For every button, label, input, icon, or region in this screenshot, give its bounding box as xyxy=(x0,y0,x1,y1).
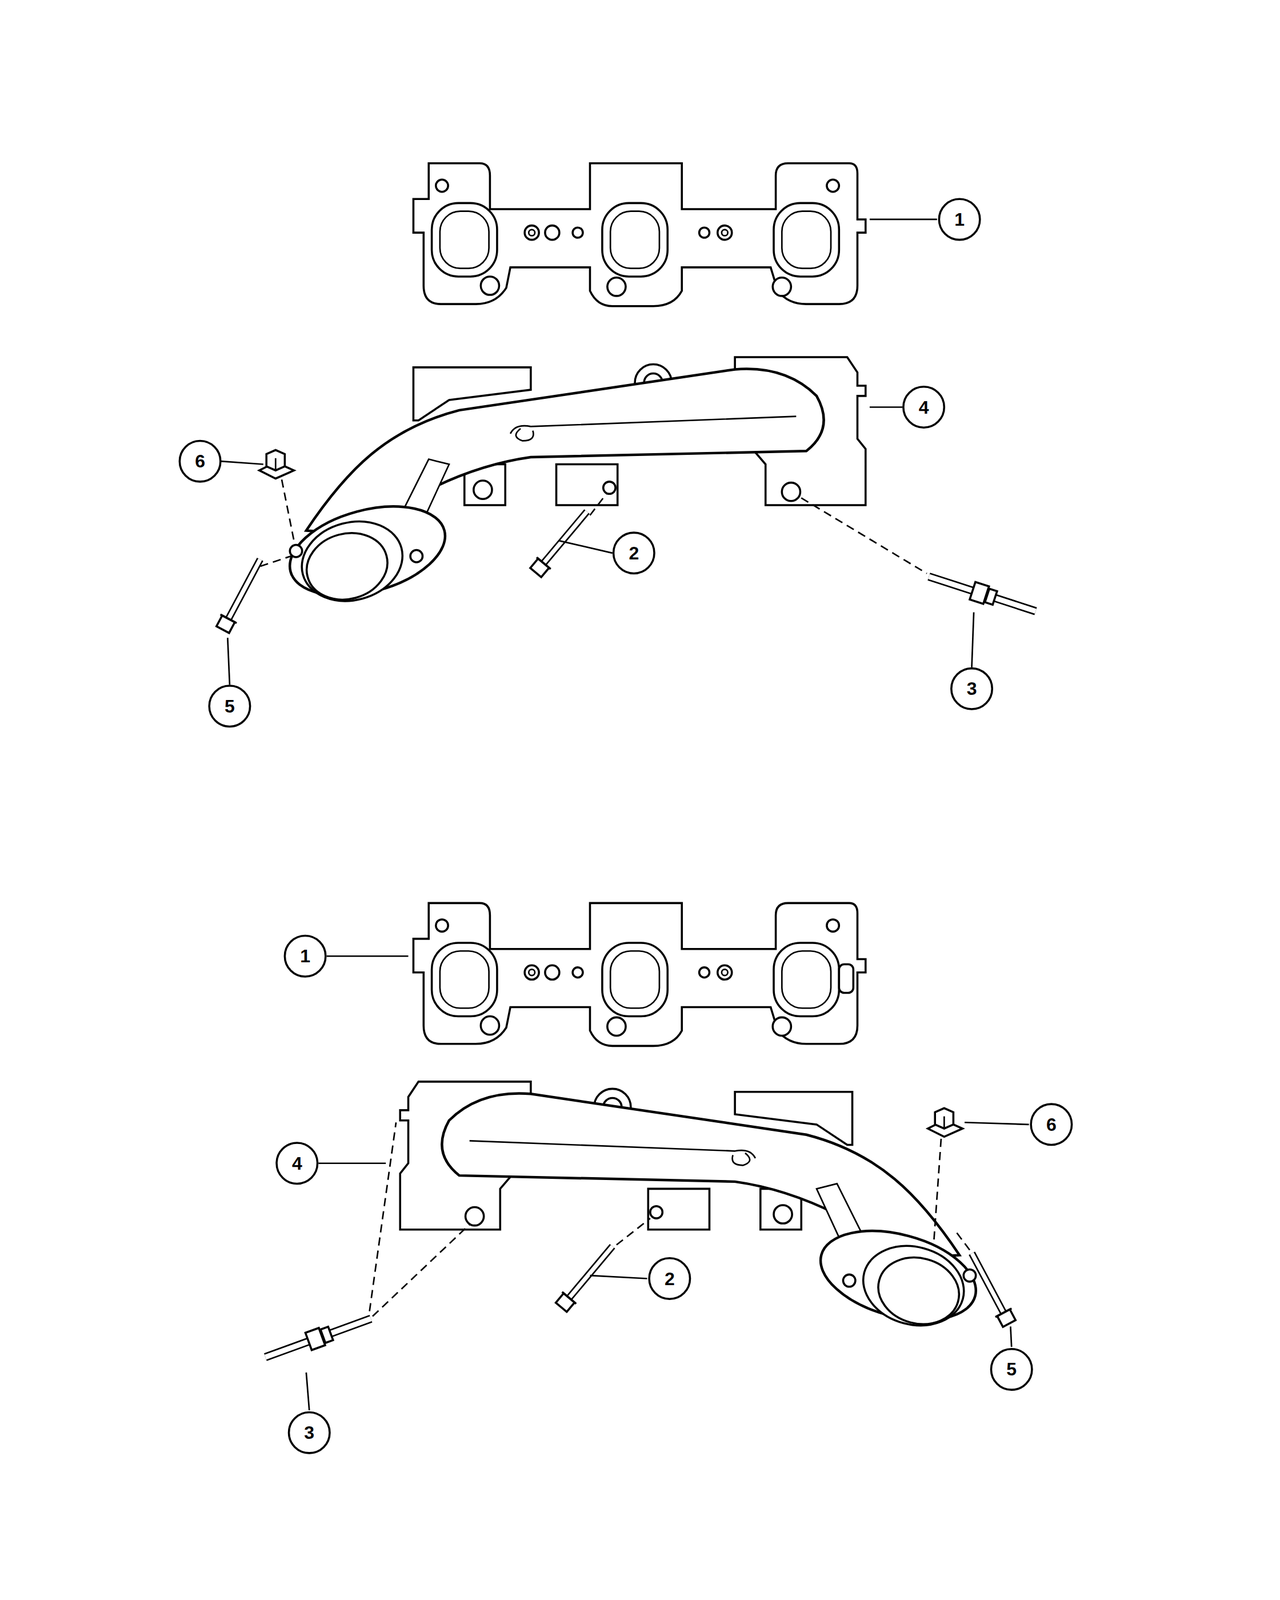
callout-number: 4 xyxy=(276,1142,318,1184)
callout-circle xyxy=(938,198,980,240)
callout-circle xyxy=(289,1412,330,1453)
callout-number: 1 xyxy=(284,935,326,977)
callout-number: 3 xyxy=(288,1412,330,1454)
callout-circle xyxy=(951,668,992,710)
callout-circle xyxy=(903,386,944,428)
callout-circle xyxy=(284,936,326,977)
callout-circle xyxy=(649,1258,690,1299)
callout-number: 3 xyxy=(951,668,993,710)
callout-number: 6 xyxy=(179,440,221,482)
callout-number: 6 xyxy=(1030,1104,1072,1146)
callout-circle xyxy=(179,440,220,482)
callout-number: 5 xyxy=(209,685,251,727)
callout-circle xyxy=(1030,1104,1072,1145)
callout-number: 2 xyxy=(613,532,655,574)
callout-number: 1 xyxy=(938,198,980,240)
callout-circle xyxy=(276,1142,318,1184)
callout-circle xyxy=(613,532,655,574)
callout-number: 4 xyxy=(903,386,945,428)
callout-number: 5 xyxy=(990,1348,1032,1390)
callout-circle xyxy=(209,685,250,727)
callout-number: 2 xyxy=(649,1258,691,1300)
callout-circle xyxy=(990,1349,1032,1390)
